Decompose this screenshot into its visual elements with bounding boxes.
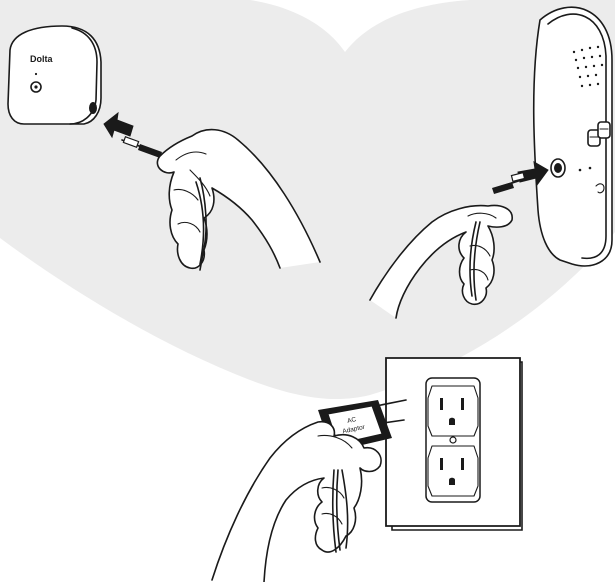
outlet-icon [385,357,523,531]
background-shape [0,0,615,400]
power-button [30,81,42,93]
dc-jack-icon [554,163,562,173]
handset-unit [532,6,613,267]
hand-icon [156,128,321,271]
center-screw-icon [449,436,457,444]
adaptor-label-line2: Adaptor [342,424,367,436]
receptacle-top [427,385,479,437]
power-plug-left [121,136,162,158]
base-unit: Dolta [7,25,102,125]
hand-icon [369,204,513,319]
status-icons [578,166,605,194]
power-plug-right [492,171,529,194]
arrow-icon [103,111,134,139]
dolta-logo: Dolta [30,54,53,64]
power-button-dot-icon [34,85,38,89]
side-buttons [587,121,611,147]
adaptor-label-line1: AC [347,416,358,425]
receptacle-bottom [427,445,479,497]
brand-logo: Dolta [30,54,53,64]
status-led-icon [34,72,38,76]
speaker-grille-icon [572,45,604,88]
dc-jack-icon [89,102,97,114]
hand-icon [211,420,382,582]
